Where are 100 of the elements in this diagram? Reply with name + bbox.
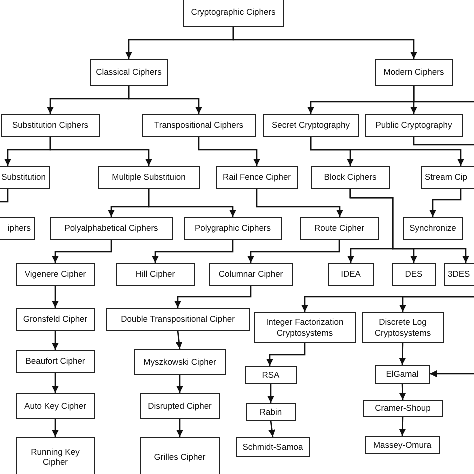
cipher-box <box>1 114 100 137</box>
arrow <box>248 240 340 263</box>
cipher-box <box>363 400 443 417</box>
cipher-box <box>365 114 463 137</box>
cipher-box <box>328 263 374 286</box>
cipher-box <box>16 308 95 331</box>
cipher-box <box>254 312 356 343</box>
cipher-box <box>16 437 95 474</box>
arrow <box>430 189 462 217</box>
node-label: Grilles Cipher <box>154 452 206 462</box>
arrow <box>148 189 236 217</box>
arrow <box>52 419 59 437</box>
arrow <box>52 286 59 308</box>
cipher-box <box>90 59 168 86</box>
node-label: Integer Factorization Cryptosystems <box>265 317 345 338</box>
cipher-box <box>116 263 195 286</box>
node-label: RSA <box>262 370 280 380</box>
arrow <box>176 330 183 350</box>
node-label: Block Ciphers <box>324 172 377 183</box>
cipher-box <box>140 437 220 474</box>
arrow <box>176 375 184 393</box>
cipher-box <box>140 393 220 419</box>
arrow <box>268 384 274 403</box>
arrow <box>52 240 112 263</box>
node-label: Polygraphic Ciphers <box>194 223 272 234</box>
arrow <box>310 137 464 166</box>
cipher-box <box>392 263 436 286</box>
cipher-box <box>184 217 282 240</box>
arrow <box>266 343 306 366</box>
node-label: Transpositional Ciphers <box>154 120 244 131</box>
arrow <box>399 384 406 400</box>
cipher-box <box>246 403 296 421</box>
node-label: ElGamal <box>386 369 419 380</box>
cipher-box <box>444 263 474 286</box>
cipher-box <box>216 166 298 189</box>
node-label: Secret Cryptography <box>272 120 350 131</box>
cipher-box <box>263 114 359 137</box>
node-label: Rail Fence Cipher <box>222 172 292 183</box>
node-label: Multiple Substituion <box>112 172 186 183</box>
node-label: Public Cryptography <box>376 120 452 131</box>
arrow <box>50 137 152 166</box>
node-label: 3DES <box>448 269 470 280</box>
cipher-box <box>300 217 379 240</box>
cipher-box <box>16 393 95 419</box>
node-label: Hill Cipher <box>136 269 176 280</box>
arrow <box>268 420 276 438</box>
node-label: Columnar Cipher <box>218 269 284 280</box>
node-label: IDEA <box>341 269 361 280</box>
arrow <box>400 296 474 312</box>
node-label: Discrete Log Cryptosystems <box>374 317 432 338</box>
node-label: DES <box>405 269 423 280</box>
cipher-box <box>134 349 226 375</box>
arrow <box>350 189 470 263</box>
cipher-box <box>183 0 284 27</box>
node-label: Cryptographic Ciphers <box>191 6 276 18</box>
arrow <box>176 419 184 437</box>
cipher-box <box>365 436 440 454</box>
node-label: Running Key Cipher <box>30 446 81 468</box>
node-label: Massey-Omura <box>373 440 432 450</box>
node-label: Synchronize <box>410 223 456 234</box>
arrow <box>232 27 418 59</box>
cipher-box <box>50 217 173 240</box>
cipher-box <box>311 166 390 189</box>
cipher-box <box>403 217 463 240</box>
node-label: Cramer-Shoup <box>375 403 431 414</box>
arrow <box>52 373 59 393</box>
node-label: Stream Cip <box>425 172 468 183</box>
cipher-box <box>142 114 256 137</box>
node-label: iphers <box>8 223 31 234</box>
node-label: Substitution Ciphers <box>12 120 89 131</box>
cipher-box <box>375 365 430 384</box>
node-label: Double Transpositional Cipher <box>121 314 235 325</box>
cipher-box <box>209 263 293 286</box>
node-label: Substitution <box>2 172 46 183</box>
cipher-box <box>16 263 95 286</box>
cipher-box <box>362 312 444 343</box>
node-label: Route Cipher <box>314 223 365 234</box>
node-label: Disrupted Cipher <box>148 400 212 412</box>
node-label: Myszkowski Cipher <box>144 356 216 368</box>
arrow <box>0 189 9 203</box>
node-label: Polyalphabetical Ciphers <box>64 223 158 234</box>
arrow <box>399 342 406 366</box>
arrow <box>128 86 202 114</box>
node-label: Rabin <box>260 406 282 418</box>
arrow <box>152 240 234 263</box>
arrow <box>430 370 474 378</box>
node-label: Beaufort Cipher <box>26 356 86 367</box>
node-label: Classical Ciphers <box>96 67 162 78</box>
cipher-box <box>106 308 250 331</box>
node-label: Schmidt-Samoa <box>242 442 304 452</box>
arrow <box>256 189 344 217</box>
arrow <box>174 286 252 308</box>
cipher-box <box>16 350 95 373</box>
node-label: Gronsfeld Cipher <box>23 314 88 325</box>
node-label: Vigenere Cipher <box>24 269 86 280</box>
cipher-box <box>245 366 297 384</box>
arrow <box>52 331 59 350</box>
arrow <box>198 137 260 166</box>
cipher-box <box>375 59 453 86</box>
cipher-box <box>236 437 310 457</box>
